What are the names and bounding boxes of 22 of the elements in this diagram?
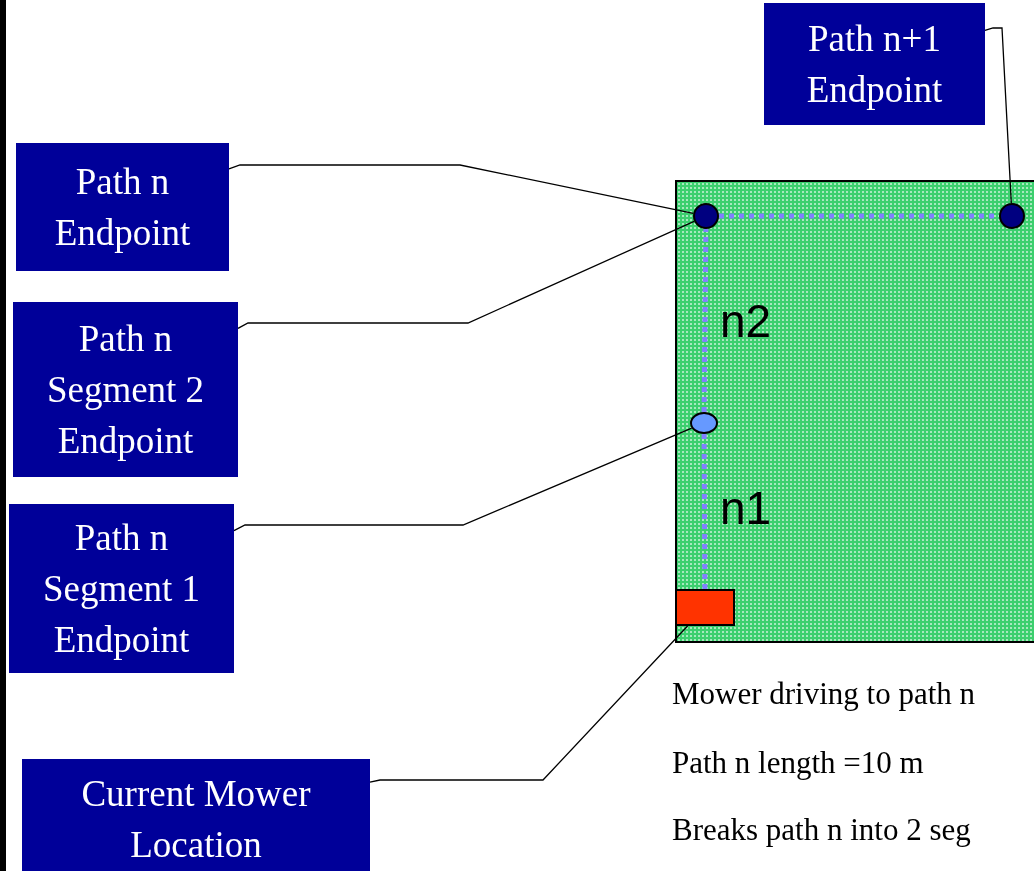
dotted-path-line	[701, 434, 708, 589]
mower-marker	[675, 589, 735, 626]
segment-label: n2	[720, 294, 772, 348]
label-box: Current Mower Location	[22, 759, 370, 871]
lawn-area	[675, 180, 1034, 643]
segment-endpoint-dot	[690, 412, 718, 434]
note-text: Breaks path n into 2 seg	[672, 812, 971, 848]
endpoint-dot	[999, 203, 1025, 229]
label-box: Path n+1 Endpoint	[764, 3, 985, 125]
label-box: Path n Segment 1 Endpoint	[9, 504, 234, 673]
leader-line	[233, 427, 693, 532]
note-text: Mower driving to path n	[672, 676, 976, 712]
segment-label: n1	[720, 481, 772, 535]
leader-line	[228, 164, 694, 215]
leader-line	[984, 27, 1012, 204]
note-text: Path n length =10 m	[672, 745, 924, 781]
leader-line	[237, 220, 695, 330]
label-box: Path n Segment 2 Endpoint	[13, 302, 238, 477]
endpoint-dot	[693, 203, 719, 229]
dotted-path-line	[701, 228, 709, 413]
leader-line	[369, 625, 689, 783]
label-box: Path n Endpoint	[16, 143, 229, 271]
